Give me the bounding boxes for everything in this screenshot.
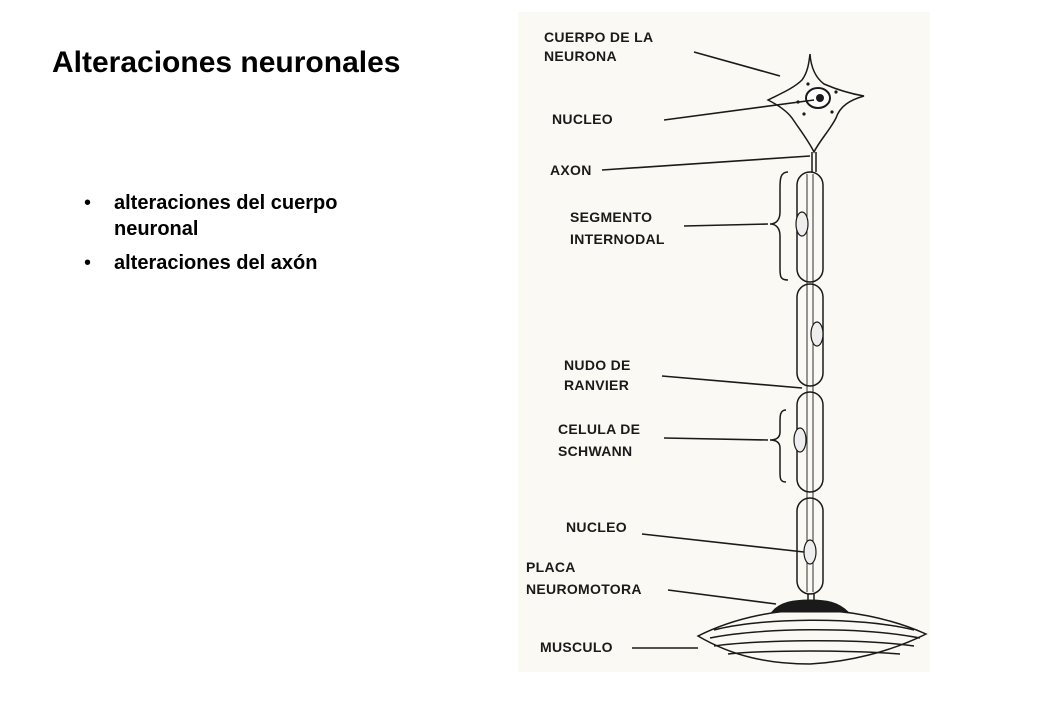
bullet-item-axon: alteraciones del axón	[84, 250, 384, 276]
leader-nucleus-top	[663, 99, 815, 121]
label-nucleus-bottom: NUCLEO	[566, 519, 627, 535]
neuron-diagram: CUERPO DE LA NEURONA NUCLEO AXON SEGMENT…	[518, 12, 930, 672]
schwann-brace	[769, 409, 787, 483]
leader-endplate	[667, 589, 777, 605]
leader-schwann	[663, 437, 769, 441]
svg-text:SEGMENTO: SEGMENTO	[570, 209, 652, 225]
label-cell-body: CUERPO DE LA NEURONA	[544, 29, 653, 64]
bullet-item-cell-body: alteraciones del cuerpo neuronal	[84, 190, 384, 242]
svg-text:SCHWANN: SCHWANN	[558, 443, 632, 459]
leader-nucleus-bottom	[641, 533, 805, 553]
svg-text:RANVIER: RANVIER	[564, 377, 629, 393]
internode-brace	[769, 171, 789, 281]
svg-text:INTERNODAL: INTERNODAL	[570, 231, 665, 247]
label-nucleus-top: NUCLEO	[552, 111, 613, 127]
svg-text:CUERPO DE LA: CUERPO DE LA	[544, 29, 653, 45]
svg-text:PLACA: PLACA	[526, 559, 576, 575]
svg-text:NEURONA: NEURONA	[544, 48, 617, 64]
neuromotor-plate-shape	[770, 599, 850, 613]
label-node: NUDO DE RANVIER	[564, 357, 631, 393]
leader-node	[661, 375, 803, 389]
bullet-list: alteraciones del cuerpo neuronal alterac…	[84, 190, 384, 284]
svg-text:NEUROMOTORA: NEUROMOTORA	[526, 581, 642, 597]
svg-text:CELULA DE: CELULA DE	[558, 421, 640, 437]
label-endplate: PLACA NEUROMOTORA	[526, 559, 642, 597]
svg-text:NUDO DE: NUDO DE	[564, 357, 631, 373]
slide-title: Alteraciones neuronales	[52, 46, 401, 79]
cell-body-shape	[766, 53, 865, 154]
label-internode: SEGMENTO INTERNODAL	[570, 209, 665, 247]
muscle-shape	[696, 609, 928, 665]
label-schwann: CELULA DE SCHWANN	[558, 421, 640, 459]
label-muscle: MUSCULO	[540, 639, 613, 655]
leader-axon	[601, 155, 811, 171]
axon-shape	[793, 152, 824, 604]
neuron-diagram-svg: CUERPO DE LA NEURONA NUCLEO AXON SEGMENT…	[526, 29, 928, 665]
leader-cell-body	[693, 51, 781, 77]
label-axon: AXON	[550, 162, 592, 178]
leader-internode	[683, 223, 769, 227]
